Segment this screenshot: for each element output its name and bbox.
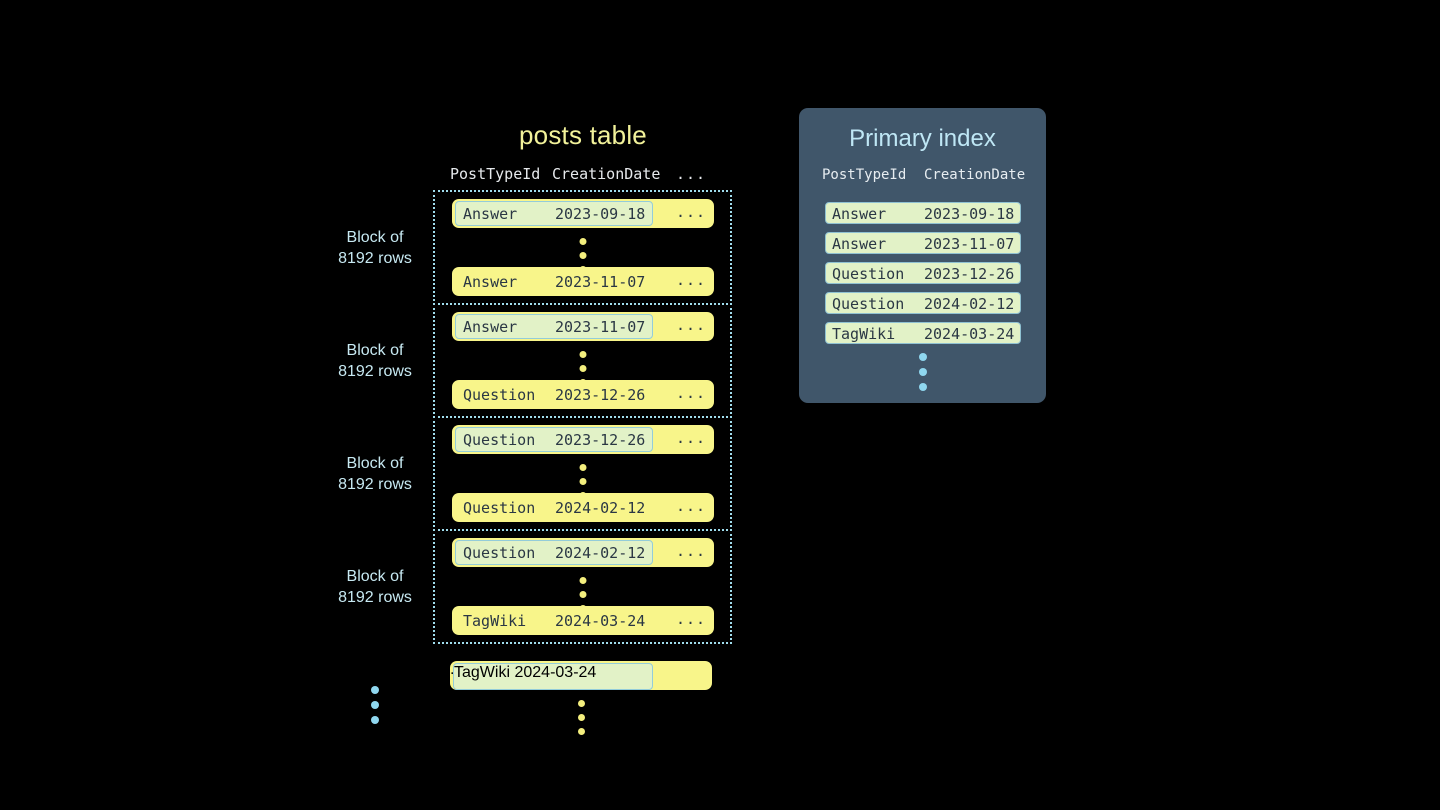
dot-icon [579, 478, 586, 485]
row-more-ellipsis: ... [676, 316, 707, 334]
row-creation-date: 2023-11-07 [555, 272, 646, 291]
block-label: Block of 8192 rows [338, 454, 412, 493]
row-cells: Question 2024-02-12 [455, 495, 653, 520]
row-index-highlight: Question 2023-12-26 [455, 427, 653, 452]
primary-index-row[interactable]: TagWiki 2024-03-24 [825, 322, 1021, 344]
row-more-ellipsis: ... [676, 271, 707, 289]
block-of-rows: Block of 8192 rows Question 2023-12-26 .… [338, 416, 732, 531]
dot-icon [371, 686, 379, 694]
index-creation-date: 2023-11-07 [924, 235, 1015, 253]
dot-icon [579, 252, 586, 259]
posts-table-column-headers: PostTypeId CreationDate ... [433, 165, 733, 187]
row-index-highlight: Answer 2023-09-18 [455, 201, 653, 226]
dot-icon [918, 353, 927, 361]
blocks-continue-dots-icon [371, 686, 379, 724]
row-post-type-id: Question [463, 498, 536, 517]
dot-icon [371, 701, 379, 709]
primary-index-row[interactable]: Question 2023-12-26 [825, 262, 1021, 284]
row-creation-date: 2023-12-26 [555, 430, 646, 449]
index-creation-date: 2023-09-18 [924, 205, 1015, 223]
primary-index-header-post-type-id: PostTypeId [822, 167, 907, 183]
row-more-ellipsis: ... [676, 610, 707, 628]
dot-icon [579, 351, 586, 358]
row-post-type-id: Question [463, 543, 536, 562]
dot-icon [579, 365, 586, 372]
table-row[interactable]: Question 2024-02-12 ... [452, 493, 714, 522]
block-label: Block of 8192 rows [338, 567, 412, 606]
row-post-type-id: Question [463, 385, 536, 404]
table-row[interactable]: TagWiki 2024-03-24 ... [452, 606, 714, 635]
row-post-type-id: Answer [463, 204, 518, 223]
primary-index-header-creation-date: CreationDate [924, 167, 1026, 183]
dot-icon [578, 728, 585, 735]
posts-table-header-more: ... [676, 165, 707, 183]
row-creation-date: 2024-03-24 [555, 611, 646, 630]
primary-index-title: Primary index [849, 125, 996, 152]
table-row[interactable]: Answer 2023-11-07 ... [452, 312, 714, 341]
row-post-type-id: Question [463, 430, 536, 449]
row-post-type-id: Answer [463, 317, 518, 336]
dot-icon [579, 577, 586, 584]
table-row-trailing[interactable]: TagWiki 2024-03-24 ... [450, 661, 712, 690]
dot-icon [918, 383, 927, 391]
block-of-rows: Block of 8192 rows Answer 2023-11-07 ...… [338, 303, 732, 418]
dot-icon [918, 368, 927, 376]
row-post-type-id: Answer [463, 272, 518, 291]
row-cells: Answer 2023-11-07 [455, 269, 653, 294]
row-more-ellipsis: ... [676, 542, 707, 560]
block-of-rows: Block of 8192 rows Question 2024-02-12 .… [338, 529, 732, 644]
row-more-ellipsis: ... [676, 429, 707, 447]
index-creation-date: 2024-03-24 [924, 325, 1015, 343]
row-cells: TagWiki 2024-03-24 [455, 608, 653, 633]
row-creation-date: 2023-11-07 [555, 317, 646, 336]
dot-icon [579, 464, 586, 471]
posts-table-header-creation-date: CreationDate [552, 165, 661, 183]
row-creation-date: 2024-03-24 [514, 664, 597, 681]
dot-icon [371, 716, 379, 724]
row-index-highlight: Question 2024-02-12 [455, 540, 653, 565]
primary-index-rows: Answer 2023-09-18 Answer 2023-11-07 Ques… [825, 202, 1021, 352]
posts-table-title: posts table [519, 120, 647, 150]
primary-index-row[interactable]: Answer 2023-11-07 [825, 232, 1021, 254]
primary-index-row[interactable]: Answer 2023-09-18 [825, 202, 1021, 224]
row-creation-date: 2024-02-12 [555, 498, 646, 517]
primary-index-column-headers: PostTypeId CreationDate [799, 167, 1046, 189]
row-more-ellipsis: ... [676, 384, 707, 402]
row-post-type-id: TagWiki [454, 664, 511, 681]
posts-table-blocks: Block of 8192 rows Answer 2023-09-18 ...… [338, 190, 732, 644]
row-creation-date: 2024-02-12 [555, 543, 646, 562]
row-more-ellipsis: ... [676, 497, 707, 515]
block-label: Block of 8192 rows [338, 228, 412, 267]
index-creation-date: 2024-02-12 [924, 295, 1015, 313]
table-row[interactable]: Question 2023-12-26 ... [452, 425, 714, 454]
dot-icon [578, 714, 585, 721]
block-label: Block of 8192 rows [338, 341, 412, 380]
primary-index-panel: Primary index PostTypeId CreationDate An… [799, 108, 1046, 403]
index-post-type-id: Answer [832, 205, 887, 223]
row-post-type-id: TagWiki [463, 611, 527, 630]
row-creation-date: 2023-12-26 [555, 385, 646, 404]
index-post-type-id: Question [832, 265, 905, 283]
primary-index-continues-dots-icon [918, 353, 927, 391]
dot-icon [579, 238, 586, 245]
dot-icon [578, 700, 585, 707]
index-creation-date: 2023-12-26 [924, 265, 1015, 283]
table-row[interactable]: Answer 2023-09-18 ... [452, 199, 714, 228]
table-row[interactable]: Question 2024-02-12 ... [452, 538, 714, 567]
table-row[interactable]: Answer 2023-11-07 ... [452, 267, 714, 296]
index-post-type-id: Question [832, 295, 905, 313]
table-row[interactable]: Question 2023-12-26 ... [452, 380, 714, 409]
table-continues-dots-icon [578, 700, 585, 735]
row-index-highlight: Answer 2023-11-07 [455, 314, 653, 339]
primary-index-row[interactable]: Question 2024-02-12 [825, 292, 1021, 314]
row-more-ellipsis: ... [676, 203, 707, 221]
row-cells: Question 2023-12-26 [455, 382, 653, 407]
dot-icon [579, 591, 586, 598]
row-index-highlight: TagWiki 2024-03-24 [453, 663, 653, 690]
posts-table-header-post-type-id: PostTypeId [450, 165, 541, 183]
block-of-rows: Block of 8192 rows Answer 2023-09-18 ...… [338, 190, 732, 305]
index-post-type-id: Answer [832, 235, 887, 253]
row-creation-date: 2023-09-18 [555, 204, 646, 223]
index-post-type-id: TagWiki [832, 325, 896, 343]
